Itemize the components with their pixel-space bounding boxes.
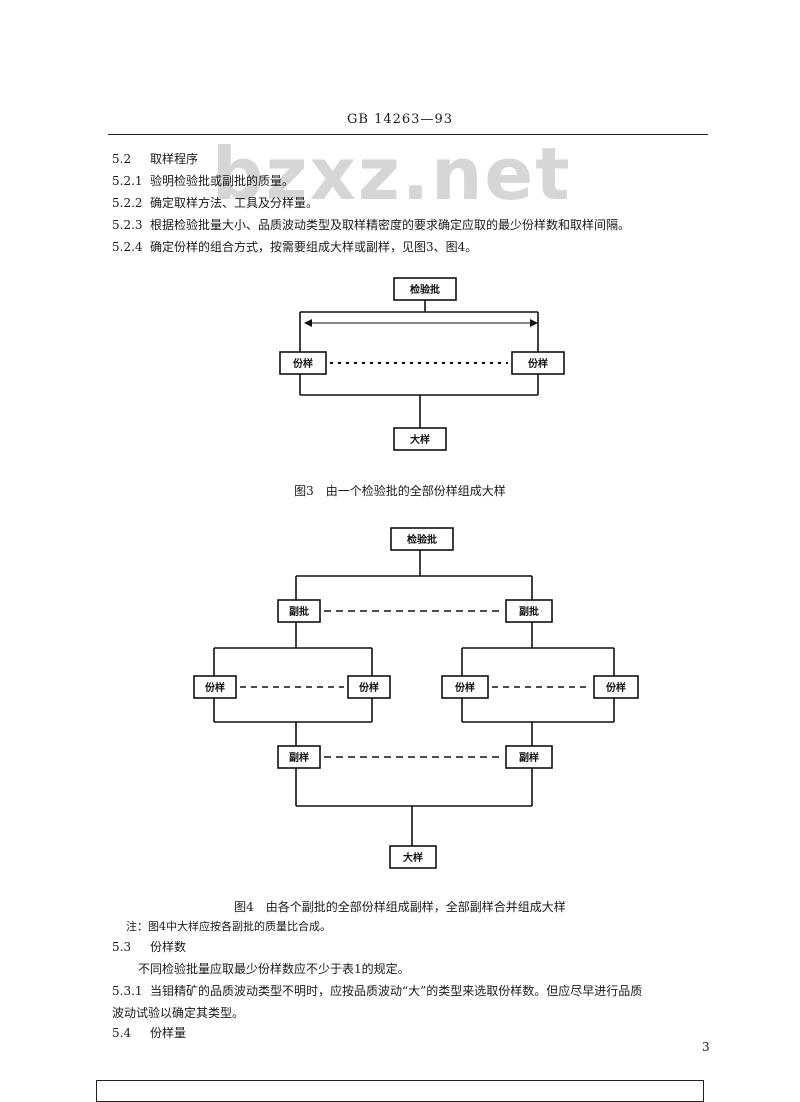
- section-5-3: 5.3 份样数: [112, 938, 186, 955]
- section-5-4: 5.4 份样量: [112, 1024, 186, 1041]
- figure4-sub-lot-left-label: 副批: [289, 605, 309, 618]
- page-number: 3: [702, 1040, 710, 1054]
- bottom-frame: [96, 1080, 704, 1102]
- section-5-3-1-cont: 波动试验以确定其类型。: [112, 1006, 245, 1020]
- figure4-sub-sample-right-label: 副样: [519, 751, 539, 764]
- section-text: 验明检验批或副批的质量。: [150, 174, 295, 188]
- figure4-increment-label: 份样: [205, 681, 225, 694]
- section-5-3-1: 5.3.1 当钼精矿的品质波动类型不明时，应按品质波动“大”的类型来选取份样数。但…: [112, 982, 642, 999]
- section-text: 取样程序: [150, 152, 199, 166]
- section-number: 5.3: [112, 940, 132, 954]
- figure-4-diagram: 检验批 副批 副批 份样 份样 份样 份样 副样 副样 大样: [193, 527, 639, 869]
- figure4-top-label: 检验批: [407, 533, 437, 546]
- section-text: 根据检验批量大小、品质波动类型及取样精密度的要求确定应取的最少份样数和取样间隔。: [150, 218, 631, 232]
- document-header: GB 14263—93: [347, 112, 453, 127]
- section-number: 5.4: [112, 1026, 132, 1040]
- figure4-increment-label: 份样: [455, 681, 475, 694]
- section-number: 5.2.4: [112, 240, 143, 254]
- section-number: 5.2.2: [112, 196, 143, 210]
- figure-3-caption: 图3 由一个检验批的全部份样组成大样: [294, 484, 506, 498]
- figure3-bottom-label: 大样: [410, 433, 430, 446]
- section-number: 5.2: [112, 152, 132, 166]
- figure3-left-label: 份样: [293, 357, 313, 370]
- section-title: 份样量: [150, 1026, 187, 1040]
- figure-4-caption: 图4 由各个副批的全部份样组成副样，全部副样合并组成大样: [234, 900, 566, 914]
- figure-4-note: 注：图4中大样应按各副批的质量比合成。: [126, 920, 331, 933]
- section-text: 确定取样方法、工具及分样量。: [150, 196, 319, 210]
- figure4-increment-label: 份样: [606, 681, 626, 694]
- figure4-sub-lot-right-label: 副批: [519, 605, 539, 618]
- section-5-2-3: 5.2.3 根据检验批量大小、品质波动类型及取样精密度的要求确定应取的最少份样数和…: [112, 216, 630, 233]
- section-number: 5.3.1: [112, 984, 143, 998]
- section-text: 确定份样的组合方式，按需要组成大样或副样，见图3、图4。: [150, 240, 478, 254]
- figure3-top-label: 检验批: [410, 283, 440, 296]
- section-5-2: 5.2 取样程序: [112, 150, 198, 167]
- figure4-sub-sample-left-label: 副样: [289, 751, 309, 764]
- section-5-2-4: 5.2.4 确定份样的组合方式，按需要组成大样或副样，见图3、图4。: [112, 238, 477, 255]
- section-text: 当钼精矿的品质波动类型不明时，应按品质波动“大”的类型来选取份样数。但应尽早进行…: [150, 984, 643, 998]
- section-number: 5.2.3: [112, 218, 143, 232]
- section-5-3-body: 不同检验批量应取最少份样数应不少于表1的规定。: [138, 962, 410, 976]
- figure3-right-label: 份样: [528, 357, 548, 370]
- section-title: 份样数: [150, 940, 187, 954]
- figure-3-diagram: 检验批 份样 份样 大样: [279, 277, 565, 451]
- watermark: bzxz.net: [212, 132, 572, 216]
- header-rule: [108, 134, 708, 135]
- section-5-2-1: 5.2.1 验明检验批或副批的质量。: [112, 172, 294, 189]
- figure4-increment-label: 份样: [359, 681, 379, 694]
- section-5-2-2: 5.2.2 确定取样方法、工具及分样量。: [112, 194, 318, 211]
- section-number: 5.2.1: [112, 174, 143, 188]
- figure4-bottom-label: 大样: [403, 851, 423, 864]
